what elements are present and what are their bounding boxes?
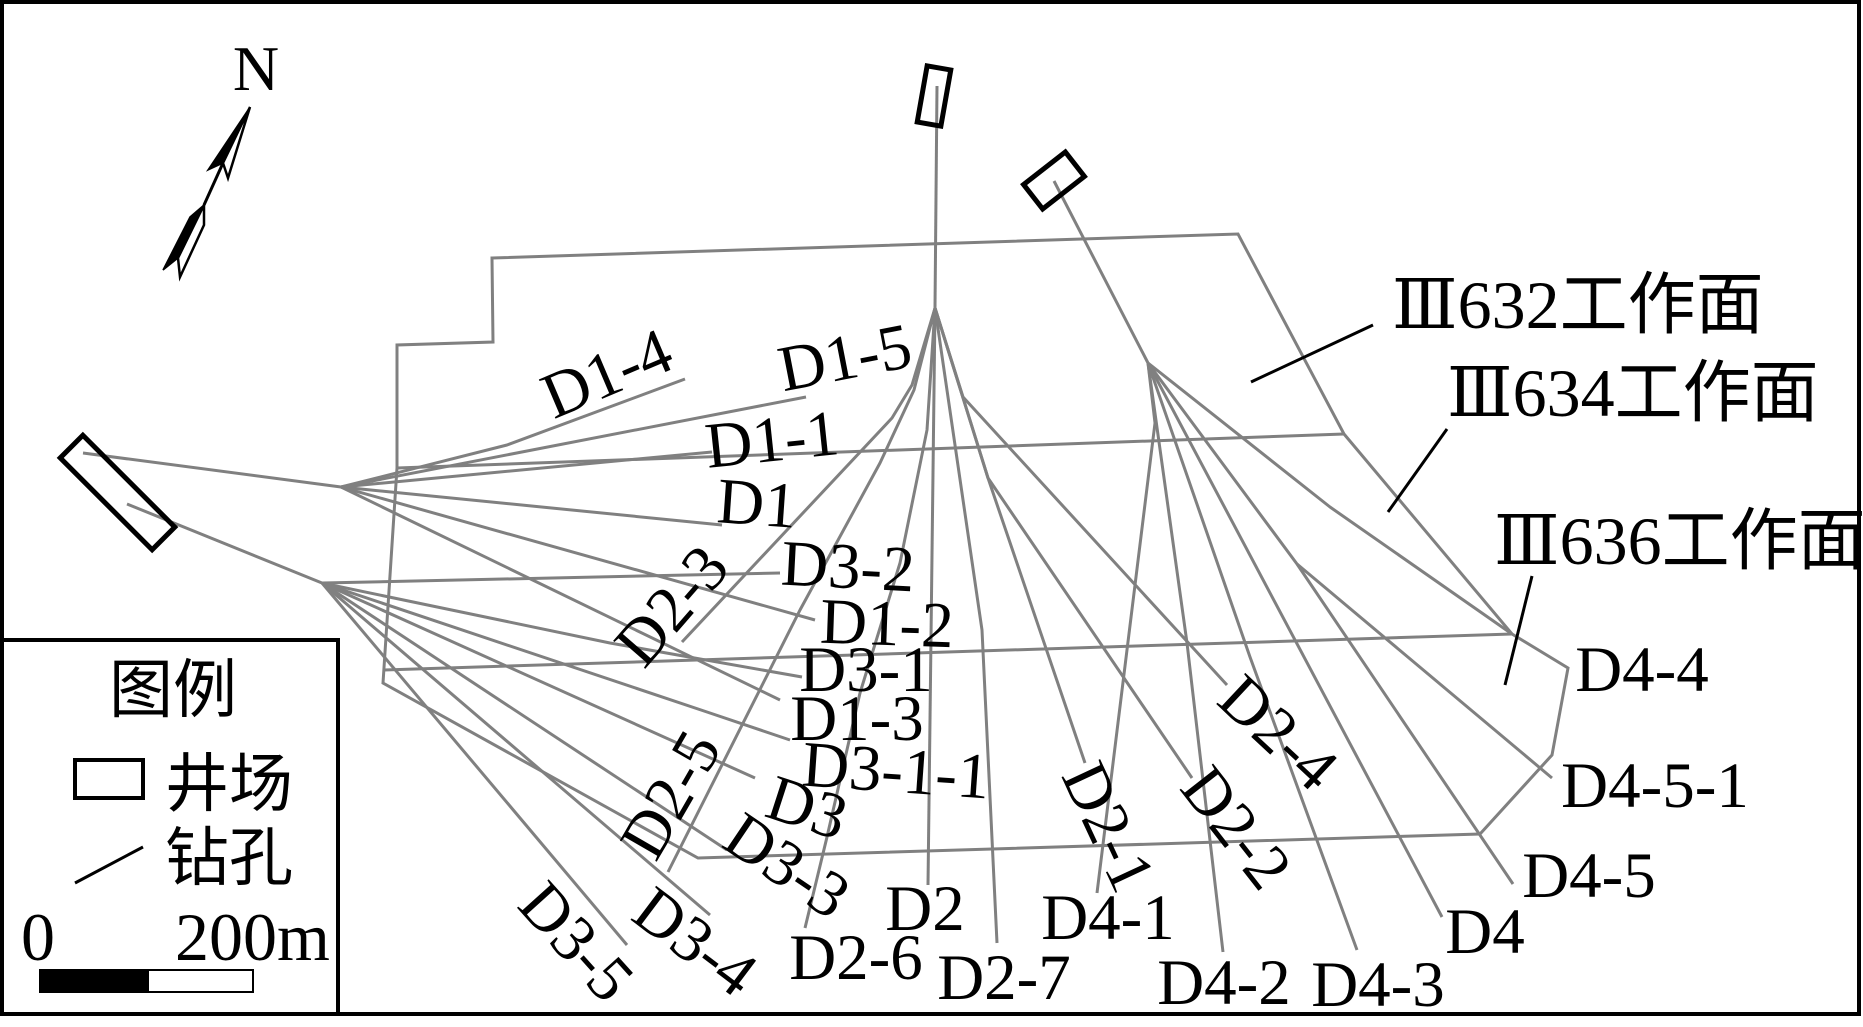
legend-well-site-icon xyxy=(73,758,145,800)
borehole-line-d1-3 xyxy=(340,485,781,702)
working-face-labels: Ⅲ632工作面 Ⅲ634工作面 Ⅲ636工作面 xyxy=(1250,267,1863,686)
leader-line-636 xyxy=(1503,575,1534,686)
borehole-label: D4-5 xyxy=(1522,840,1656,912)
north-arrow-shaft xyxy=(202,162,225,206)
borehole-line-d1-1 xyxy=(340,450,713,489)
borehole-label: D2-5 xyxy=(606,719,735,871)
north-arrow: N xyxy=(162,33,279,282)
borehole-label: D3-1 xyxy=(799,634,933,706)
leader-line-634 xyxy=(1386,428,1449,513)
borehole-line-d3-1-1 xyxy=(321,581,791,742)
borehole-line-d3 xyxy=(321,581,756,780)
legend-title: 图例 xyxy=(109,655,237,726)
borehole-label: D2 xyxy=(885,873,964,945)
legend: 图例 井场 钻孔 0 200m xyxy=(0,638,340,1016)
borehole-label: D4-5-1 xyxy=(1561,750,1749,822)
borehole-line-d3-3 xyxy=(321,581,728,852)
face-divider-632-634 xyxy=(396,432,1345,470)
borehole-label: D1 xyxy=(715,465,799,542)
borehole-label: D2-1 xyxy=(1047,751,1169,903)
borehole-line-d2-6 xyxy=(803,307,937,929)
scale-start-label: 0 xyxy=(21,899,55,975)
well-site-rect-2 xyxy=(914,62,954,130)
borehole-line-d4-3 xyxy=(1146,362,1359,951)
borehole-line-d4-4 xyxy=(1147,361,1513,636)
legend-well-site-label: 井场 xyxy=(165,749,293,820)
borehole-label: D1-2 xyxy=(819,586,955,663)
borehole-label: D1-3 xyxy=(790,683,924,755)
working-face-label-636: Ⅲ636工作面 xyxy=(1494,503,1863,579)
borehole-line-d4-5-1 xyxy=(1296,562,1553,780)
connector-line-site3 xyxy=(1052,180,1150,364)
scale-bar-outline xyxy=(39,969,254,993)
borehole-line-d4 xyxy=(1146,362,1444,918)
borehole-line-d2-4 xyxy=(933,307,1229,687)
borehole-label: D2-7 xyxy=(937,942,1071,1014)
scale-bar-white-segment xyxy=(147,969,254,993)
north-label: N xyxy=(233,33,279,104)
borehole-line-d2 xyxy=(926,307,937,886)
working-face-label-632: Ⅲ632工作面 xyxy=(1392,267,1764,343)
borehole-line-d3-4 xyxy=(321,581,711,917)
borehole-line-d3-2 xyxy=(321,571,781,585)
borehole-label: D1-5 xyxy=(773,310,918,406)
well-site-rect-3 xyxy=(1020,148,1088,213)
borehole-label: D4-3 xyxy=(1311,949,1445,1021)
borehole-label: D1-4 xyxy=(531,315,682,433)
legend-borehole-label: 钻孔 xyxy=(165,823,293,894)
borehole-lines xyxy=(320,307,1553,953)
borehole-line-d1-5 xyxy=(340,395,807,489)
borehole-label: D4-4 xyxy=(1575,634,1709,706)
scale-end-label: 200m xyxy=(175,899,330,975)
connector-line-site1-upper xyxy=(82,451,342,489)
borehole-label: D3-2 xyxy=(779,528,916,607)
borehole-line-d4-2 xyxy=(1146,362,1225,953)
borehole-label: D3-1-1 xyxy=(800,729,992,814)
north-arrow-tail-outline xyxy=(176,204,206,282)
north-arrow-head-outline xyxy=(221,106,252,183)
borehole-line-d1-2 xyxy=(340,485,816,622)
well-site-rect-1 xyxy=(56,431,179,554)
borehole-line-d1 xyxy=(340,485,723,527)
legend-borehole-icon xyxy=(74,845,144,885)
connector-line-site2 xyxy=(933,85,939,309)
working-face-label-634: Ⅲ634工作面 xyxy=(1447,355,1819,431)
legend-box xyxy=(0,638,340,1016)
well-sites xyxy=(56,62,1088,554)
borehole-line-d3-5 xyxy=(320,582,629,946)
borehole-line-d3-1 xyxy=(321,581,803,679)
borehole-label: D2-6 xyxy=(789,922,923,994)
scale-bar-black-segment xyxy=(40,970,148,992)
borehole-line-d2-5 xyxy=(666,307,937,873)
borehole-label: D4-2 xyxy=(1157,947,1291,1019)
leader-line-632 xyxy=(1250,323,1374,384)
connector-line-site1-lower xyxy=(126,502,323,585)
borehole-label: D1-1 xyxy=(702,397,842,483)
borehole-label: D3-4 xyxy=(620,873,770,1011)
borehole-line-d2-7 xyxy=(933,307,999,944)
borehole-label: D4 xyxy=(1445,896,1524,968)
borehole-line-d1-4 xyxy=(340,377,686,489)
face-divider-634-636 xyxy=(383,632,1513,672)
borehole-label: D4-1 xyxy=(1041,882,1175,954)
borehole-line-d2-3 xyxy=(680,307,937,644)
scale-bar xyxy=(39,969,254,993)
